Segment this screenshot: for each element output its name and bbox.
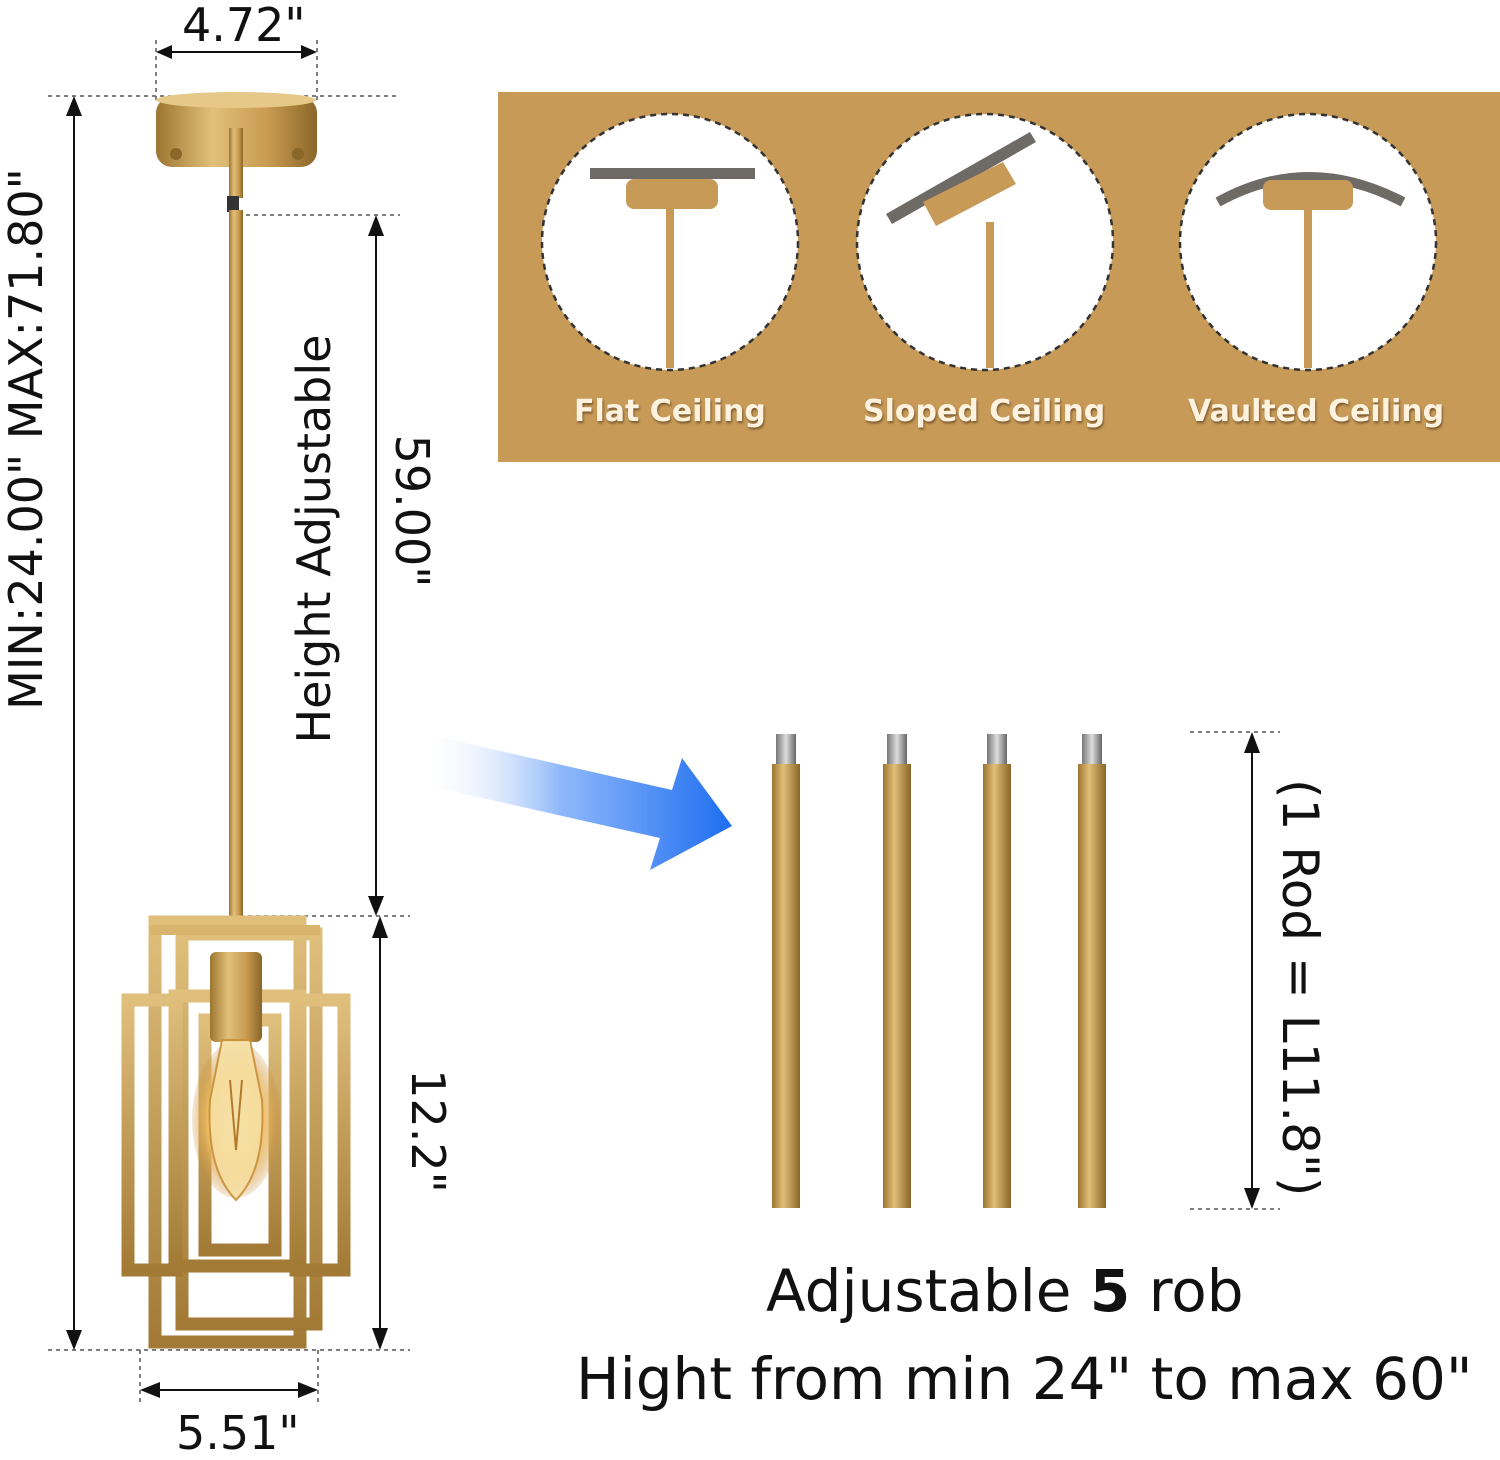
extension-rod [983,734,1011,1208]
height-adjustable-label: Height Adjustable [287,334,341,744]
pendant-light-illustration [121,92,351,1349]
extension-rod [1078,734,1106,1208]
cage-width-label: 5.51" [176,1406,300,1460]
blue-arrow-icon [420,735,732,870]
sloped-ceiling-illustration [855,112,1115,372]
caption-rod-count: 5 [1089,1257,1131,1325]
total-height-label: MIN:24.00" MAX:71.80" [0,168,53,710]
canopy-width-label: 4.72" [182,0,306,52]
canopy-width-dimension [155,40,318,100]
ceiling-label-flat: Flat Ceiling [574,394,766,429]
rod-length-dimension-right [1190,731,1280,1210]
caption-line-2: Hight from min 24" to max 60" [576,1345,1473,1413]
rod-thread [1082,734,1102,766]
ceiling-label-sloped: Sloped Ceiling [863,394,1106,429]
rod-thread [776,734,796,766]
rod-body [772,764,800,1208]
cage-height-label: 12.2" [401,1069,455,1193]
caption-line-1-prefix: Adjustable [766,1257,1090,1325]
extension-rod [883,734,911,1208]
ceiling-types-illustration [540,112,1438,372]
extension-rod [772,734,800,1208]
rod-body [1078,764,1106,1208]
rod-body [983,764,1011,1208]
cage-width-dimension [139,1350,319,1405]
caption-line-1-suffix: rob [1130,1257,1244,1325]
ceiling-label-vaulted: Vaulted Ceiling [1188,394,1445,429]
caption-line-1: Adjustable 5 rob [766,1262,1244,1320]
cage-height-dimension [372,916,388,1350]
rod-body [883,764,911,1208]
rod-thread [987,734,1007,766]
rod-length-label: 59.00" [385,434,439,588]
rod-unit-label: (1 Rod = L11.8") [1271,779,1329,1197]
ceiling-types-panel: Flat Ceiling Sloped Ceiling Vaulted Ceil… [498,92,1500,462]
rod-length-dimension [230,214,410,917]
flat-ceiling-illustration [540,112,800,372]
rod-thread [887,734,907,766]
vaulted-ceiling-illustration [1178,112,1438,372]
extension-rods [772,734,1106,1208]
